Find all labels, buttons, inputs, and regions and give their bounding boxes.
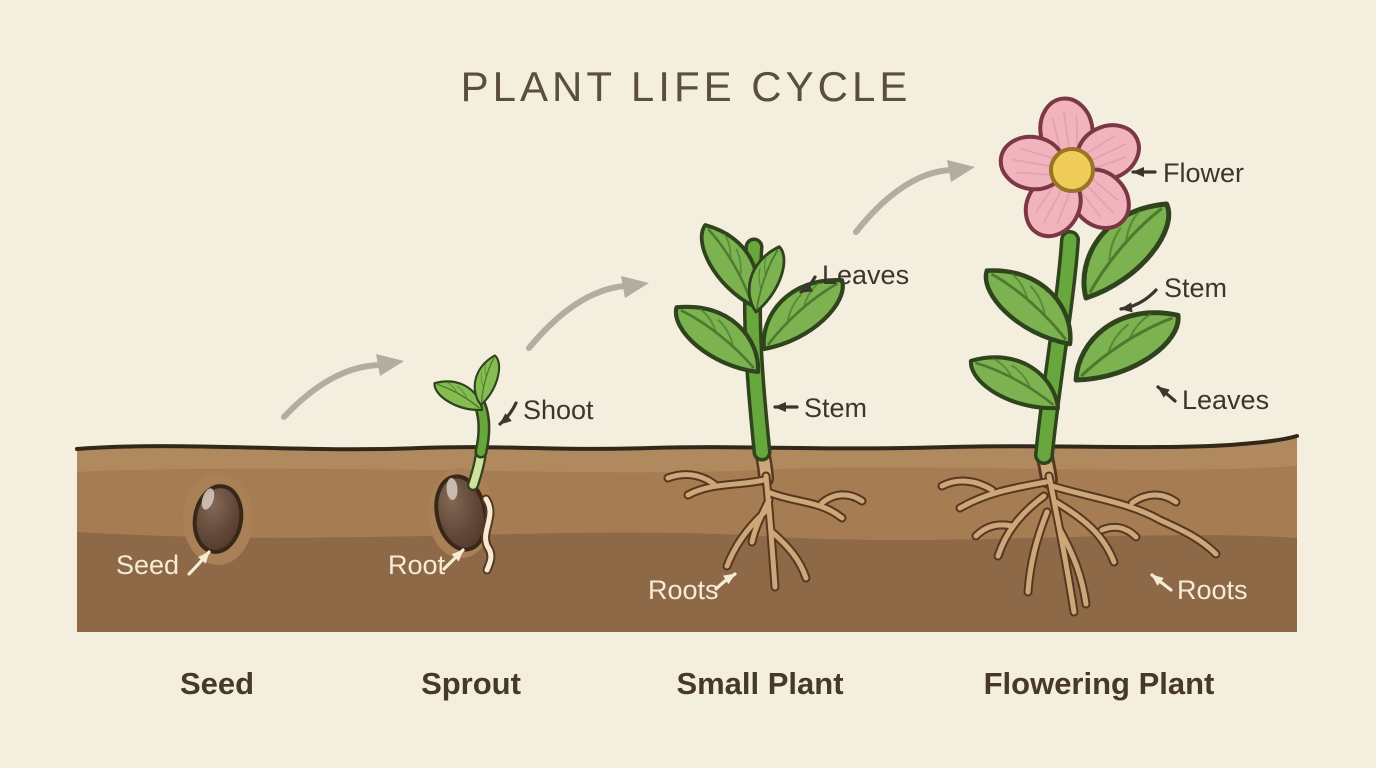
sprout-seed-highlight [446,478,458,500]
flower-graphic [998,96,1141,239]
roots-annotation-label-flowering: Roots [1177,575,1248,605]
roots-annotation-label-small: Roots [648,575,719,605]
leaves-annotation-label-small: Leaves [822,260,909,290]
arrow-to-roots-small [714,572,737,591]
flower-center [1049,147,1095,193]
arrow-to-stem-flowering [1119,288,1158,313]
stage-flowering-plant: Flower Stem Leaves Roots [942,96,1269,612]
stage-label-seed: Seed [180,666,254,701]
stage-arrow-3-icon [853,160,975,235]
stage-sprout: Shoot Root [388,351,594,580]
stage-label-flowering-plant: Flowering Plant [984,666,1215,701]
transition-arrows [281,160,975,420]
stage-arrow-1-icon [281,354,404,420]
leaves-annotation-label-flowering: Leaves [1182,385,1269,415]
seed-annotation-label: Seed [116,550,179,580]
arrow-to-roots-flowering [1150,573,1173,592]
diagram-title: PLANT LIFE CYCLE [461,63,912,110]
soil-layer-light [77,436,1297,473]
stage-arrow-2-icon [526,276,649,351]
root-annotation-label: Root [388,550,446,580]
stage-small-plant: Leaves Stem Roots [648,216,909,605]
stem-annotation-label-flowering: Stem [1164,273,1227,303]
arrow-to-shoot [498,401,518,426]
stage-seed: Seed [116,473,253,580]
sprout-root-graphic [481,494,496,575]
arrow-to-leaves-small [799,275,817,294]
stage-label-small-plant: Small Plant [676,666,843,701]
arrow-to-leaves-flowering [1156,385,1177,403]
seed-highlight [201,488,215,510]
stem-annotation-label-small: Stem [804,393,867,423]
flowering-plant-stem-fill [1037,233,1077,462]
soil-surface-line [75,434,1299,452]
stage-label-sprout: Sprout [421,666,521,701]
sprout-shoot-graphic [429,351,510,491]
arrow-to-seed [187,550,211,576]
flower-annotation-label: Flower [1163,158,1244,188]
shoot-annotation-label: Shoot [523,395,594,425]
stage-labels-row: Seed Sprout Small Plant Flowering Plant [180,666,1214,701]
arrow-to-root [442,548,465,571]
